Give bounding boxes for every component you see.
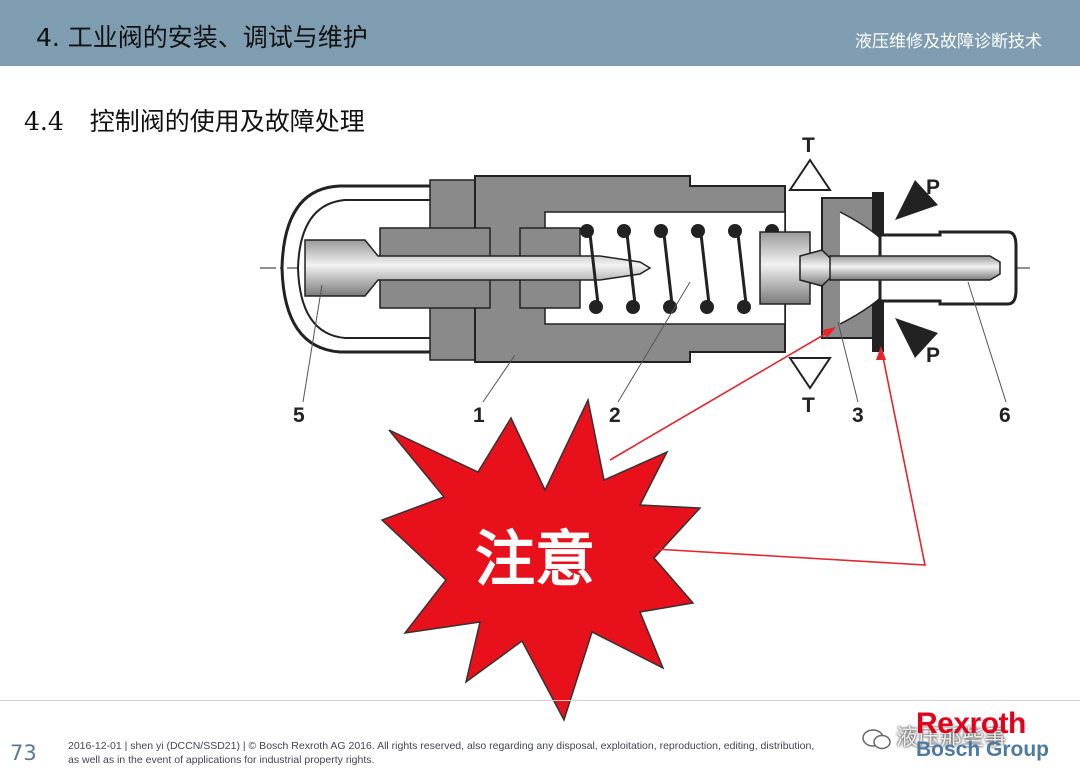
page-number: 73 (10, 741, 37, 765)
brand-rexroth: Rexroth (916, 707, 1026, 740)
attention-text: 注意 (475, 525, 595, 595)
t-label-top: T (802, 134, 815, 157)
p-label-top: P (926, 176, 940, 199)
t-port-top-arrow (788, 158, 832, 191)
watermark: 液压那些事 (862, 720, 1006, 752)
t-port-bottom-arrow (788, 357, 832, 390)
part-number-5: 5 (293, 404, 305, 427)
attention-starburst (380, 397, 702, 722)
header-title: 4. 工业阀的安装、调试与维护 (36, 23, 368, 52)
footer-line-1: 2016-12-01 | shen yi (DCCN/SSD21) | © Bo… (68, 740, 815, 752)
part-number-2: 2 (609, 404, 621, 427)
part-number-6: 6 (999, 404, 1011, 427)
pilot-pin (829, 255, 1001, 281)
section-heading: 控制阀的使用及故障处理 (89, 107, 365, 136)
leader-lines (302, 281, 1007, 403)
p-label-bottom: P (926, 344, 940, 367)
adjusting-stem (304, 239, 652, 297)
part-number-3: 3 (852, 404, 864, 427)
brand-logo: Rexroth Bosch Group (916, 707, 1056, 761)
watermark-text: 液压那些事 (896, 726, 1007, 751)
handle-outer (280, 184, 452, 354)
section-title: 4.4 控制阀的使用及故障处理 (24, 102, 365, 138)
t-label-bottom: T (802, 394, 815, 417)
footer-copyright: 2016-12-01 | shen yi (DCCN/SSD21) | © Bo… (68, 739, 814, 767)
footer-divider (0, 700, 1080, 701)
header-subtitle: 液压维修及故障诊断技术 (855, 32, 1042, 52)
slide-header: 4. 工业阀的安装、调试与维护 液压维修及故障诊断技术 (0, 0, 1080, 66)
p-port-bottom-arrow (895, 318, 938, 358)
brand-bosch-group: Bosch Group (916, 738, 1050, 761)
footer-line-2: as well as in the event of applications … (68, 754, 375, 766)
attention-arrows (609, 329, 926, 566)
section-number: 4.4 (24, 107, 64, 136)
p-port-top-arrow (895, 180, 938, 220)
chat-icon (862, 729, 891, 750)
part-number-1: 1 (473, 404, 485, 427)
